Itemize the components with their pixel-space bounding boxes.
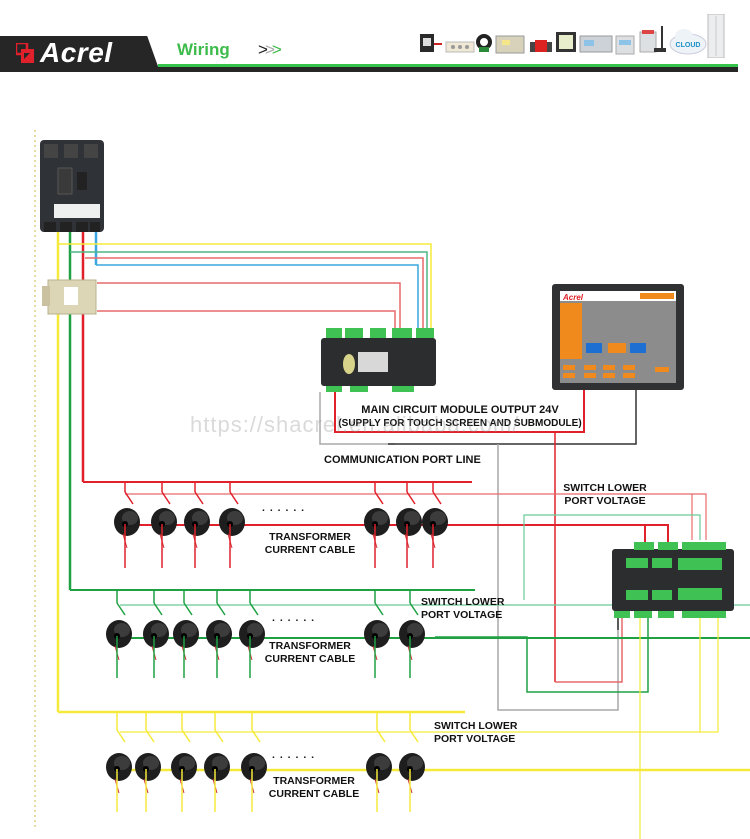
- current-transformer: [173, 590, 199, 678]
- current-transformer: [241, 712, 267, 812]
- tcc-2-line2: CURRENT CABLE: [264, 653, 356, 665]
- switch-lower-label-2: SWITCH LOWER PORT VOLTAGE: [421, 596, 504, 622]
- ellipsis-3: . . . . . .: [272, 749, 316, 761]
- current-transformer: [239, 590, 265, 678]
- brand-logo-text: Acrel: [40, 37, 113, 68]
- ellipsis-2: . . . . . .: [272, 612, 316, 624]
- switch-lower-label-1: SWITCH LOWER PORT VOLTAGE: [560, 482, 650, 508]
- chevron-right-icon: >: [271, 40, 282, 59]
- comm-port-label: COMMUNICATION PORT LINE: [324, 454, 481, 466]
- multi-channel-meter-icon: [579, 35, 613, 53]
- ct-row-green: [106, 590, 425, 678]
- current-transformer: [204, 712, 230, 812]
- current-transformer: [151, 482, 177, 568]
- touch-screen: Acrel: [552, 284, 684, 390]
- tcc-3-line2: CURRENT CABLE: [268, 788, 360, 800]
- cloud-label: CLOUD: [676, 42, 701, 49]
- tcc-1-line1: TRANSFORMER: [269, 531, 351, 543]
- current-transformer: [106, 712, 132, 812]
- switch-lower-2-line1: SWITCH LOWER: [421, 596, 505, 608]
- chevron-right-icon: >: [264, 40, 275, 59]
- wireless-meter-icon: [639, 26, 666, 53]
- current-transformer: [399, 712, 425, 812]
- header-accent-line: [158, 64, 738, 67]
- din-meter-icon: [530, 40, 552, 52]
- transformer-cable-label-3: TRANSFORMER CURRENT CABLE: [264, 775, 364, 801]
- three-phase-ct-icon: [445, 41, 475, 53]
- transformer-cable-label-2: TRANSFORMER CURRENT CABLE: [260, 640, 360, 666]
- switch-lower-1-line1: SWITCH LOWER: [563, 482, 647, 494]
- chevron-right-icon: >: [258, 40, 268, 59]
- current-transformer: [135, 712, 161, 812]
- main-output-line2: (SUPPLY FOR TOUCH SCREEN AND SUBMODULE): [338, 418, 582, 429]
- product-strip: CLOUD: [420, 14, 725, 58]
- panel-meter-icon: [556, 32, 576, 52]
- submodule: [612, 542, 734, 618]
- current-transformer: [364, 590, 390, 678]
- main-output-line1: MAIN CIRCUIT MODULE OUTPUT 24V: [361, 404, 559, 416]
- acrel-logo-icon: [16, 43, 34, 63]
- current-transformer: [396, 482, 422, 568]
- switch-lower-1-line2: PORT VOLTAGE: [564, 495, 646, 507]
- current-transformer: [206, 590, 232, 678]
- chevrons: >>>: [258, 40, 282, 60]
- current-transformer: [219, 482, 245, 568]
- tcc-1-line2: CURRENT CABLE: [264, 544, 356, 556]
- transformer-cable-label-1: TRANSFORMER CURRENT CABLE: [260, 531, 360, 557]
- main-circuit-module: [321, 328, 436, 392]
- header: Acrel Wiring >>>: [0, 0, 750, 80]
- current-transformer: [171, 712, 197, 812]
- screen-brand: Acrel: [562, 293, 584, 302]
- current-transformer: [106, 590, 132, 678]
- main-output-label: MAIN CIRCUIT MODULE OUTPUT 24V (SUPPLY F…: [336, 404, 584, 430]
- current-transformer: [143, 590, 169, 678]
- current-transformer: [399, 590, 425, 678]
- meter-module-icon: [495, 35, 525, 54]
- current-transformer: [114, 482, 140, 568]
- header-bottom-bar: [0, 67, 738, 72]
- watermark: https://shacrel.en.alibaba.com/: [190, 412, 520, 437]
- cloud-icon: CLOUD: [669, 29, 707, 55]
- current-transformer: [366, 712, 392, 812]
- current-transformer: [364, 482, 390, 568]
- switch-lower-label-3: SWITCH LOWER PORT VOLTAGE: [434, 720, 517, 746]
- switch-lower-2-line2: PORT VOLTAGE: [421, 609, 503, 621]
- split-core-ct-icon: [420, 34, 442, 52]
- section-title: Wiring: [177, 40, 230, 59]
- tcc-2-line1: TRANSFORMER: [269, 640, 351, 652]
- circuit-breaker: [40, 140, 104, 232]
- switch-lower-3-line1: SWITCH LOWER: [434, 720, 518, 732]
- main-current-transformer: [42, 279, 97, 315]
- ellipsis-1: . . . . . .: [262, 502, 306, 514]
- cabinet-icon: [707, 14, 725, 58]
- switch-lower-3-line2: PORT VOLTAGE: [434, 733, 516, 745]
- current-transformer: [184, 482, 210, 568]
- tcc-3-line1: TRANSFORMER: [273, 775, 355, 787]
- current-transformer: [422, 482, 448, 568]
- ct-row-yellow: [106, 712, 425, 812]
- wiring-diagram: Acrel: [34, 130, 750, 839]
- ct-row-red: [114, 482, 448, 568]
- din-rail-meter-icon: [615, 35, 635, 55]
- round-ct-icon: [476, 34, 492, 52]
